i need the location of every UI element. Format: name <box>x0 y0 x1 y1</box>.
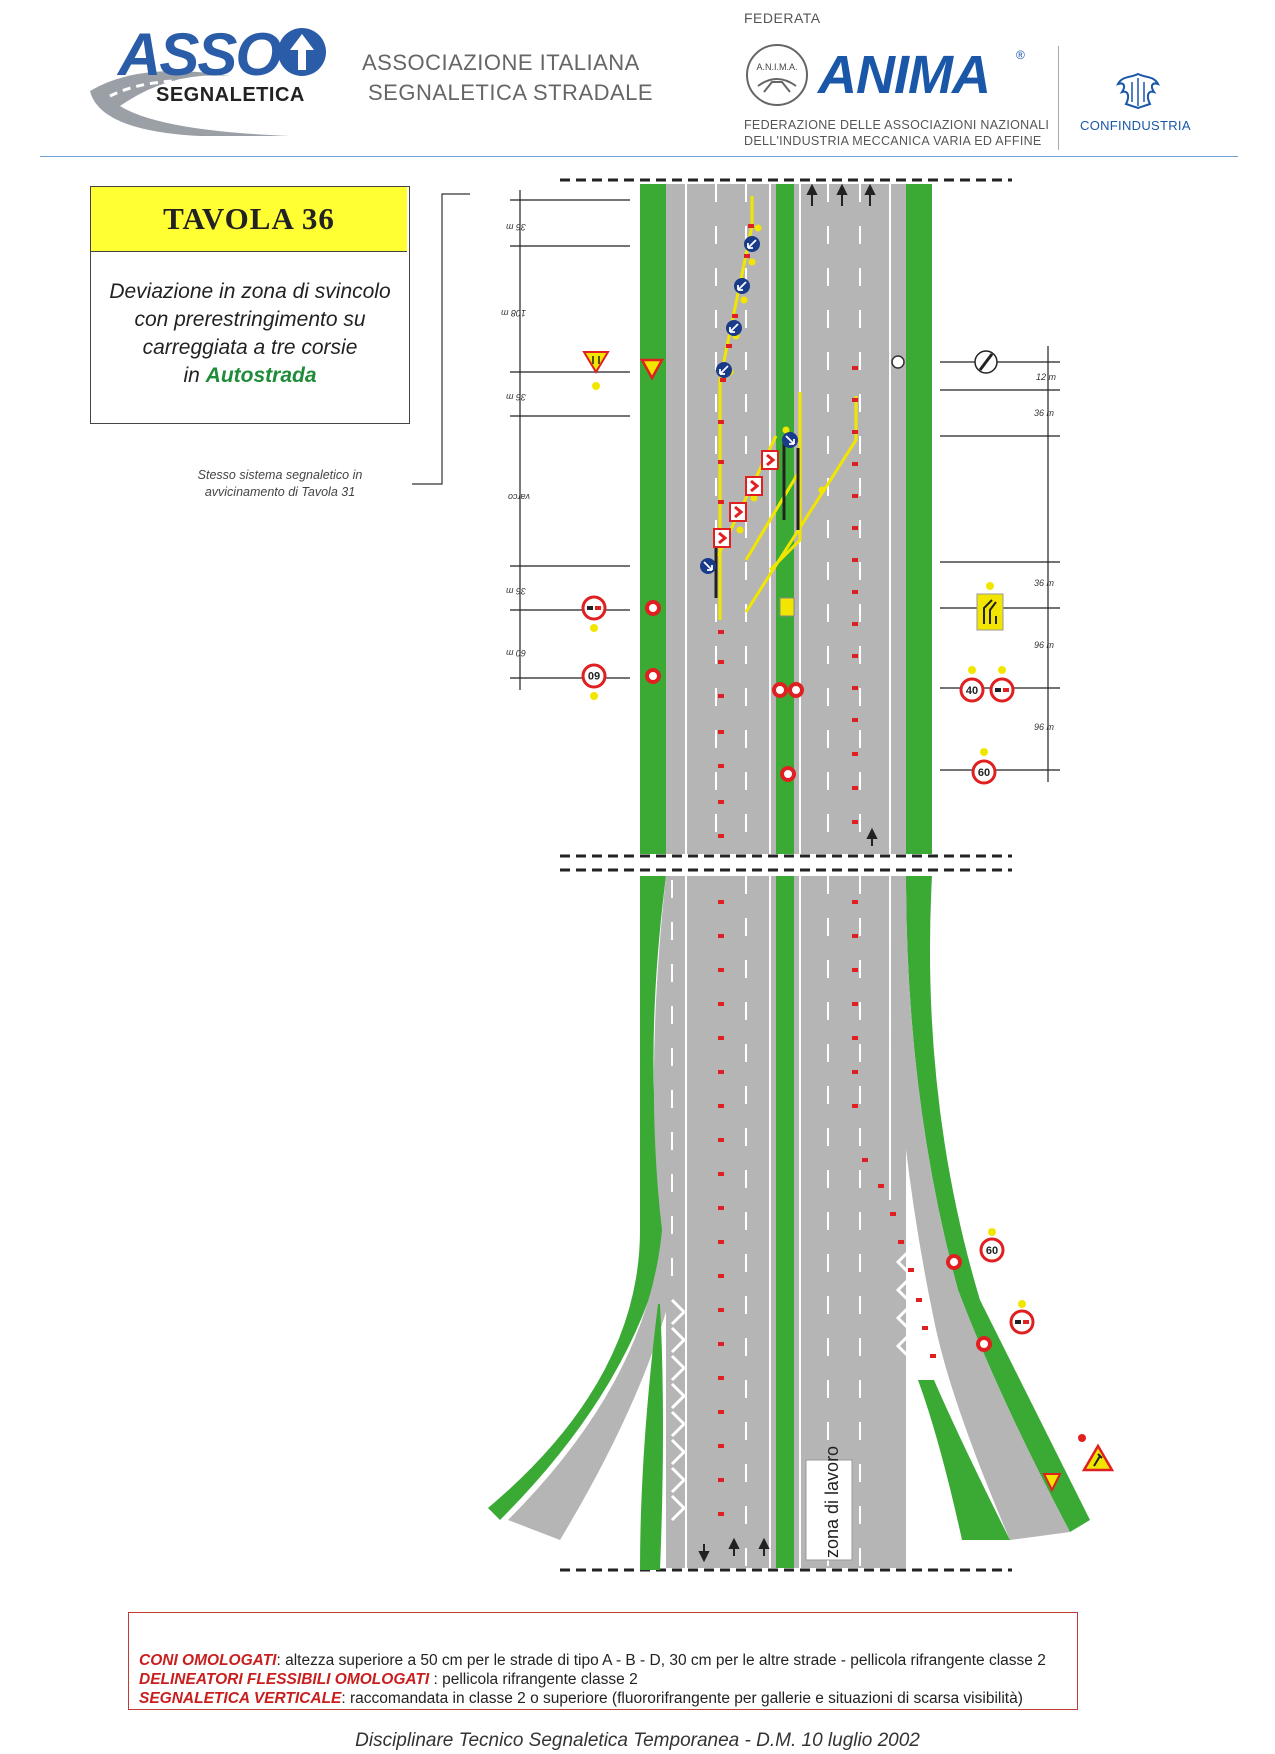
asso-logo-swoosh <box>90 71 290 136</box>
right-ramp-split-verge <box>918 1380 1010 1540</box>
left-carriageway-lower <box>666 876 776 1568</box>
no-overtaking-sign-icon-right <box>989 666 1015 703</box>
end-restriction-sign-icon <box>974 350 998 374</box>
anima-logo-word: ANIMA <box>818 45 991 105</box>
lane-change-sign-icon <box>976 582 1004 631</box>
association-name-line2: SEGNALETICA STRADALE <box>368 80 654 105</box>
right-dist-3: 36 m <box>1034 578 1055 588</box>
notes-box <box>128 1612 1078 1710</box>
right-dist-2: 36 m <box>1034 408 1055 418</box>
left-side-signs: 60 <box>581 351 665 700</box>
left-dist-5: 36 m <box>505 586 526 596</box>
tavola-line2: con prerestringimento su <box>134 308 366 331</box>
federation-line1: FEDERAZIONE DELLE ASSOCIAZIONI NAZIONALI <box>744 118 1050 132</box>
gore-hatching <box>670 1248 912 1522</box>
arrow-up-icon <box>278 28 326 76</box>
no-overtaking-sign-icon-ramp <box>1009 1300 1035 1335</box>
speed-limit-sign-right-2: 60 <box>971 748 997 785</box>
left-dist-6: 60 m <box>505 648 526 658</box>
confindustria-eagle-icon <box>1116 72 1160 110</box>
road-diagram: zona di lavoro 36 m 108 m 36 m varco 36 … <box>412 178 1115 1572</box>
note-coni: CONI OMOLOGATI: altezza superiore a 50 c… <box>139 1652 1046 1669</box>
yield-sign-icon <box>639 358 665 381</box>
left-dist-varco: varco <box>508 492 530 502</box>
left-dist-1: 36 m <box>505 222 526 232</box>
left-dist-2: 108 m <box>500 308 526 318</box>
left-dist-3: 36 m <box>505 392 526 402</box>
svg-text:60: 60 <box>588 669 600 681</box>
right-carriageway <box>794 184 906 854</box>
direction-arrows-top <box>806 183 878 846</box>
note-delineatori: DELINEATORI FLESSIBILI OMOLOGATI : pelli… <box>139 1671 638 1688</box>
association-name-line1: ASSOCIAZIONE ITALIANA <box>362 50 640 75</box>
header-separator <box>1058 46 1059 150</box>
red-ring-markers-lower <box>946 1254 992 1352</box>
stesso-note-line2: avvicinamento di Tavola 31 <box>204 485 356 499</box>
cones-lower <box>718 900 936 1516</box>
right-ramp-road <box>890 876 1070 1540</box>
left-distance-ruler <box>510 190 630 690</box>
footer-title: Disciplinare Tecnico Segnaletica Tempora… <box>355 1730 920 1751</box>
upper-section <box>640 183 932 854</box>
tavola-line3: carreggiata a tre corsie <box>142 336 358 359</box>
median-lower <box>776 876 794 1568</box>
tavola-line4: in Autostrada <box>183 364 317 387</box>
note-segnaletica: SEGNALETICA VERTICALE: raccomandata in c… <box>139 1690 1023 1707</box>
anima-registered-mark: ® <box>1016 48 1025 62</box>
zona-lavoro-label: zona di lavoro <box>822 1446 842 1558</box>
right-dist-5: 96 m <box>1034 722 1055 732</box>
right-side-signs: 40 60 60 <box>959 350 1115 1493</box>
confindustria-label: CONFINDUSTRIA <box>1080 118 1191 133</box>
anima-seal-text: A.N.I.M.A. <box>756 62 797 72</box>
left-ramp-verge <box>488 876 668 1520</box>
tavola-line1: Deviazione in zona di svincolo <box>109 280 391 303</box>
white-marker <box>891 355 905 369</box>
no-overtaking-sign-icon-left <box>581 595 607 632</box>
header-rule <box>40 156 1238 157</box>
lower-section: zona di lavoro <box>488 876 1090 1570</box>
asso-logo-word: ASSO <box>118 21 282 88</box>
road-narrows-sign-icon <box>582 351 610 390</box>
svg-text:60: 60 <box>978 767 990 779</box>
svg-text:40: 40 <box>966 685 978 697</box>
speed-limit-sign-right-1: 40 <box>959 666 985 703</box>
yellow-work-marker <box>779 597 795 617</box>
asso-logo-subtitle: SEGNALETICA <box>156 84 305 106</box>
right-dist-1: 12 m <box>1036 372 1057 382</box>
right-ramp-verge <box>906 876 1090 1532</box>
right-verge <box>906 184 932 854</box>
speed-limit-sign-left: 60 <box>581 663 607 700</box>
left-ramp-split-verge <box>640 1304 663 1570</box>
svg-text:60: 60 <box>986 1245 998 1257</box>
box-connector-line <box>412 193 470 485</box>
red-ring-markers-upper <box>645 600 804 782</box>
keep-left-sign-icons <box>700 236 798 574</box>
roadworks-sign-icon <box>1078 1434 1115 1472</box>
right-dist-4: 96 m <box>1034 640 1055 650</box>
autostrada-highlight: Autostrada <box>205 364 317 387</box>
stesso-note-line1: Stesso sistema segnaletico in <box>197 468 363 482</box>
federata-label: FEDERATA <box>744 10 821 26</box>
right-carriageway-lower <box>794 876 906 1568</box>
yield-sign-icon-ramp <box>1042 1473 1062 1493</box>
federation-line2: DELL'INDUSTRIA MECCANICA VARIA ED AFFINE <box>744 134 1042 148</box>
speed-limit-sign-ramp: 60 <box>979 1228 1005 1263</box>
anima-seal: A.N.I.M.A. <box>746 44 808 106</box>
chevron-sign-icons <box>713 450 779 548</box>
zona-lavoro-panel <box>805 1459 853 1561</box>
tavola-title: TAVOLA 36 <box>91 187 407 252</box>
left-verge <box>640 184 666 854</box>
direction-arrows-bottom <box>698 1537 770 1563</box>
